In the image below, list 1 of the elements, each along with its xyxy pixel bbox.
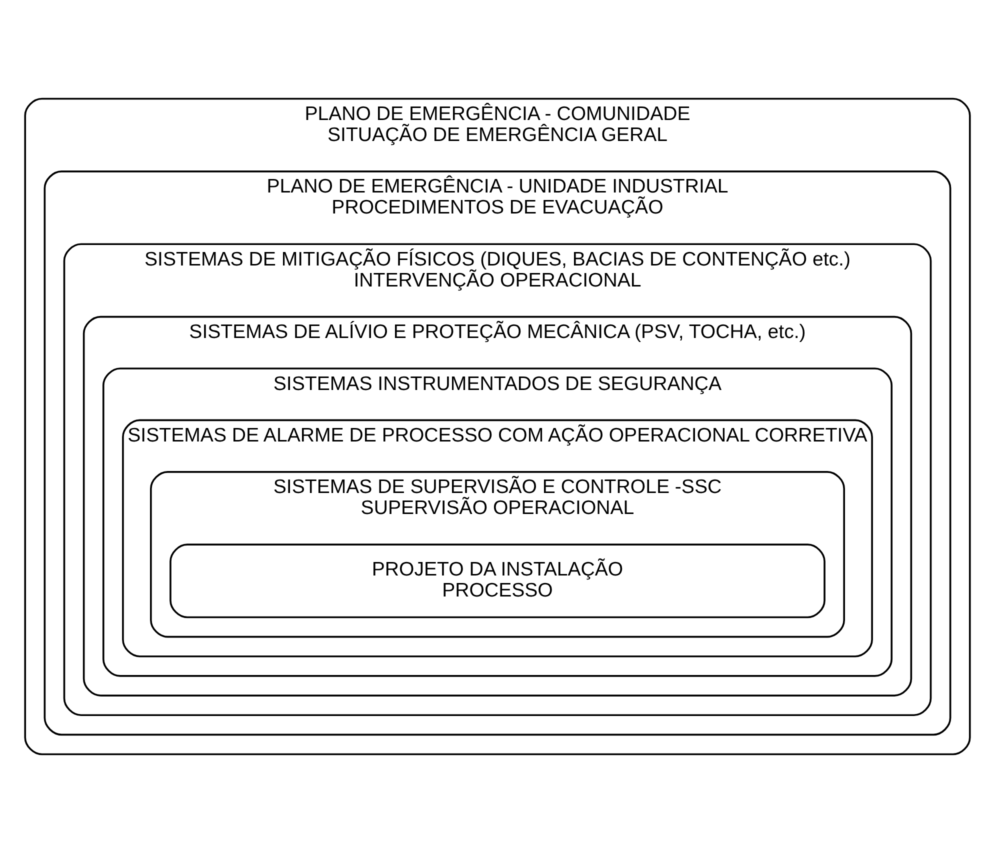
node-box: PROJETO DA INSTALAÇÃO PROCESSO — [170, 543, 826, 618]
